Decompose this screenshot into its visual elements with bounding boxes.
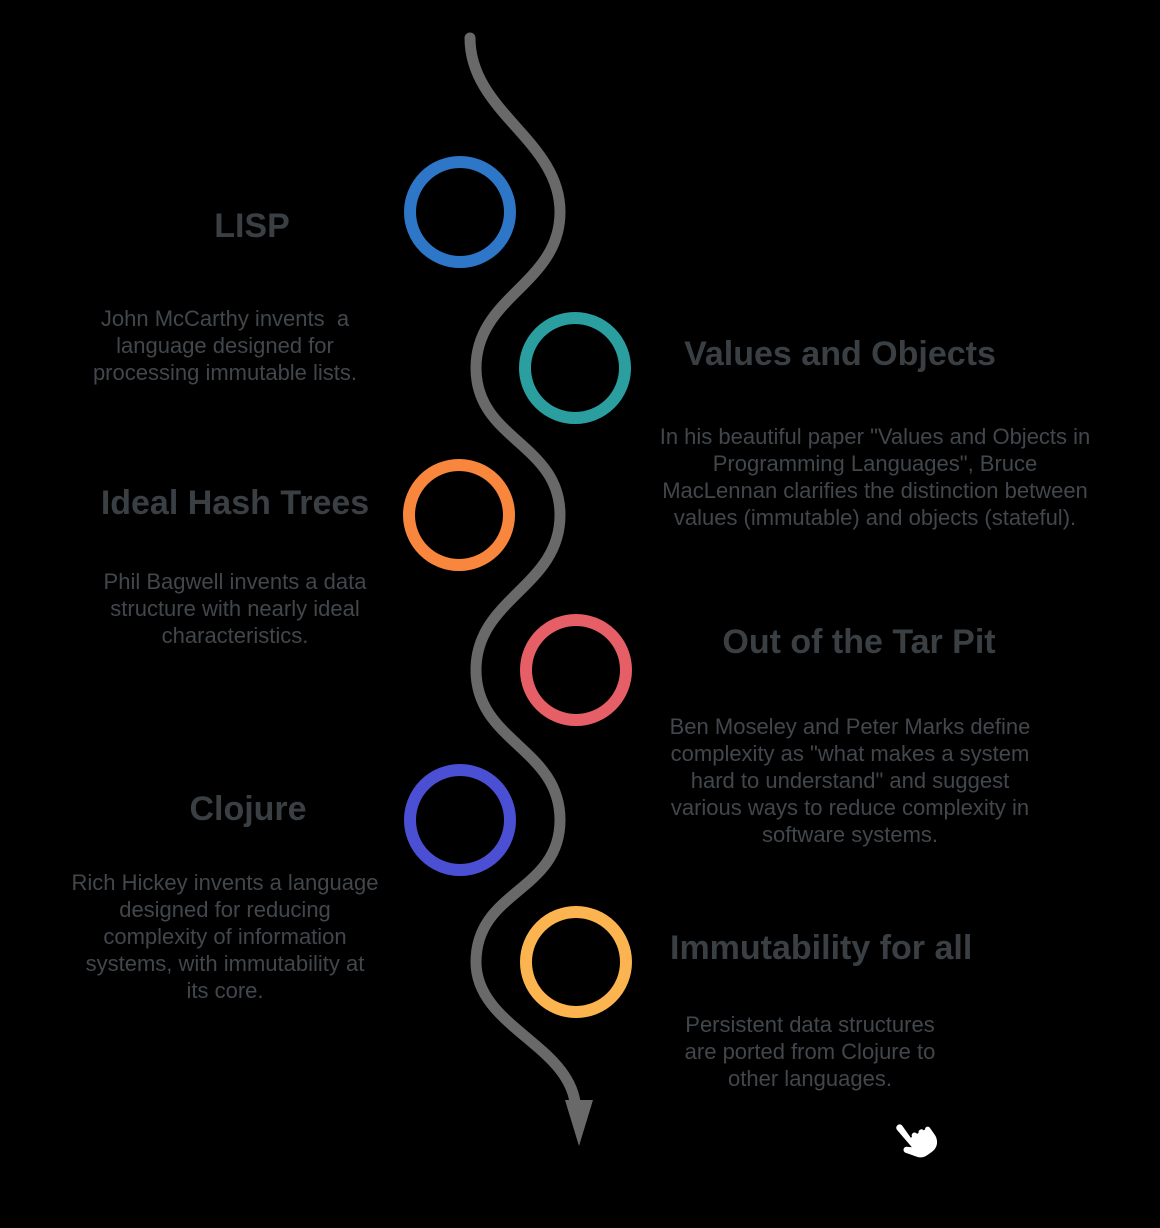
milestone-immutability-for-all: Immutability for all Persistent data str… xyxy=(660,892,972,1128)
milestone-description: Ben Moseley and Peter Marks define compl… xyxy=(669,714,1031,847)
milestone-out-of-the-tar-pit: Out of the Tar Pit Ben Moseley and Peter… xyxy=(645,586,1055,884)
milestone-circle-ideal-hash-trees xyxy=(403,459,515,571)
milestone-circle-clojure xyxy=(404,764,516,876)
milestone-description: Phil Bagwell invents a data structure wi… xyxy=(103,569,367,648)
milestone-title: Immutability for all xyxy=(670,929,973,967)
milestone-title: LISP xyxy=(214,207,290,245)
milestone-clojure: Clojure Rich Hickey invents a language d… xyxy=(70,753,380,1040)
milestone-title: Out of the Tar Pit xyxy=(722,623,996,661)
milestone-circle-lisp xyxy=(404,156,516,268)
milestone-title: Ideal Hash Trees xyxy=(100,484,370,522)
milestone-circle-out-of-the-tar-pit xyxy=(520,614,632,726)
milestone-title: Values and Objects xyxy=(684,335,996,373)
hand-pointer-icon xyxy=(896,1124,938,1158)
milestone-circle-immutability-for-all xyxy=(520,906,632,1018)
hand-pointer-shape xyxy=(896,1124,938,1158)
milestone-lisp: LISP John McCarthy invents a language de… xyxy=(85,170,365,422)
milestone-description: In his beautiful paper "Values and Objec… xyxy=(659,424,1091,530)
arrow-head-icon xyxy=(565,1100,593,1146)
timeline-curve xyxy=(464,32,581,1108)
milestone-title: Clojure xyxy=(189,790,307,828)
milestone-ideal-hash-trees: Ideal Hash Trees Phil Bagwell invents a … xyxy=(95,447,375,685)
milestone-description: Persistent data structures are ported fr… xyxy=(684,1012,936,1091)
milestone-description: John McCarthy invents a language designe… xyxy=(92,306,358,385)
milestone-description: Rich Hickey invents a language designed … xyxy=(71,870,379,1003)
milestone-circle-values-and-objects xyxy=(519,312,631,424)
milestone-values-and-objects: Values and Objects In his beautiful pape… xyxy=(645,298,1105,567)
